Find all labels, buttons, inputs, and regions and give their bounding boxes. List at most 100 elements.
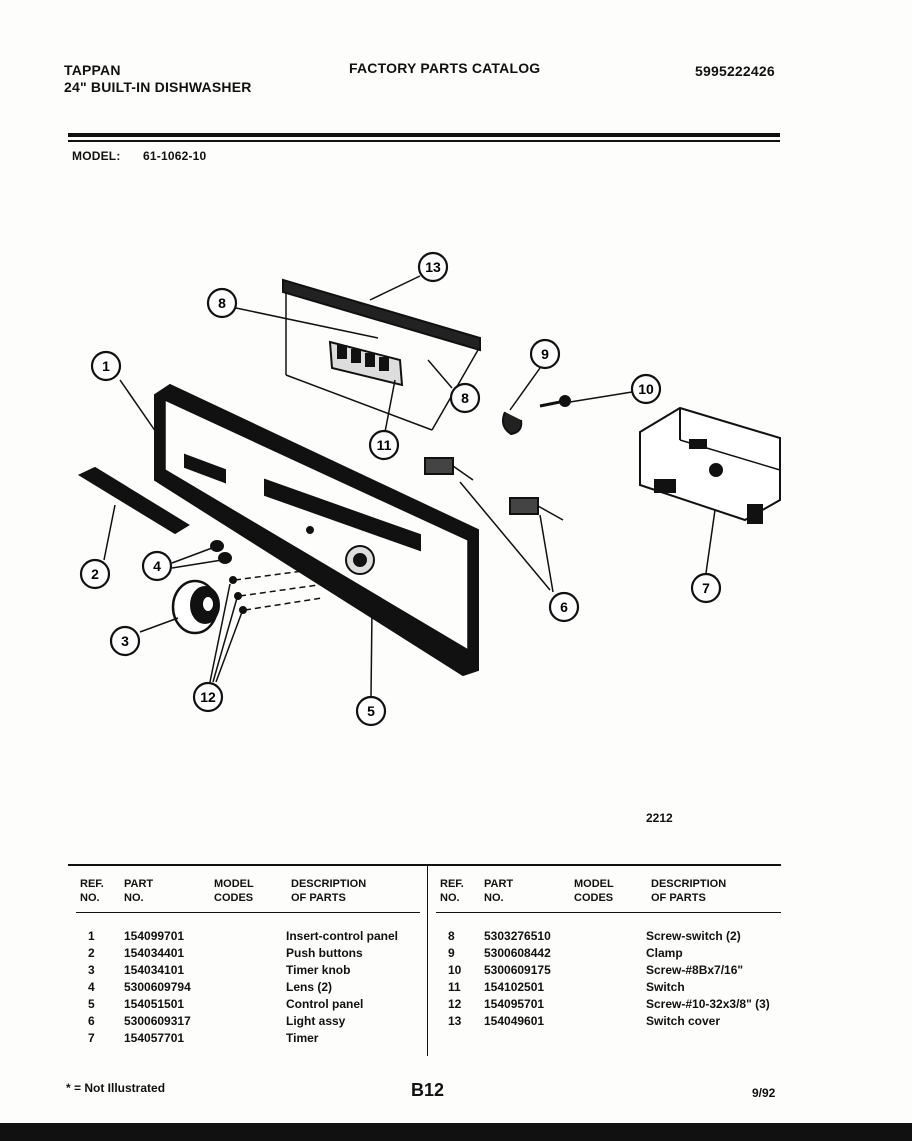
row-part: 5300609175	[484, 963, 551, 977]
row-ref: 5	[88, 997, 95, 1011]
row-ref: 6	[88, 1014, 95, 1028]
row-ref: 9	[448, 946, 455, 960]
callout-5: 5	[355, 695, 387, 727]
brand-name: TAPPAN	[64, 62, 121, 78]
callout-7: 7	[690, 572, 722, 604]
svg-text:13: 13	[425, 259, 441, 275]
callout-11: 11	[368, 429, 400, 461]
table-top-rule	[68, 864, 781, 866]
row-desc: Switch	[646, 980, 685, 994]
row-ref: 10	[448, 963, 462, 977]
row-ref: 13	[448, 1014, 462, 1028]
row-desc: Switch cover	[646, 1014, 721, 1028]
svg-text:5: 5	[367, 703, 375, 719]
callout-10: 10	[630, 373, 662, 405]
row-part: 154051501	[124, 997, 185, 1011]
right-header-rule	[436, 912, 781, 913]
callout-8a: 8	[206, 287, 238, 319]
not-illustrated-note: * = Not Illustrated	[66, 1081, 166, 1095]
row-part: 154095701	[484, 997, 545, 1011]
push-buttons-part	[77, 466, 190, 535]
row-ref: 7	[88, 1031, 95, 1045]
model-label: MODEL:	[72, 149, 121, 163]
svg-text:4: 4	[153, 558, 161, 574]
table-column-separator	[427, 866, 428, 1056]
row-desc: Screw-#8Bx7/16"	[646, 963, 744, 977]
row-desc: Timer knob	[286, 963, 351, 977]
row-ref: 1	[88, 929, 95, 943]
left-header-rule	[76, 912, 420, 913]
row-desc: Control panel	[286, 997, 364, 1011]
row-part: 154057701	[124, 1031, 185, 1045]
model-number: 61-1062-10	[143, 149, 207, 163]
catalog-number: 5995222426	[695, 63, 775, 79]
timer-part	[639, 406, 781, 524]
callout-4: 4	[141, 550, 173, 582]
row-desc: Screw-switch (2)	[646, 929, 741, 943]
screw-part-10	[539, 395, 571, 408]
light-assembly-part	[424, 457, 564, 521]
callout-8b: 8	[449, 382, 481, 414]
row-part: 154049601	[484, 1014, 545, 1028]
svg-text:8: 8	[218, 295, 226, 311]
row-desc: Light assy	[286, 1014, 346, 1028]
svg-text:2: 2	[91, 566, 99, 582]
row-ref: 4	[88, 980, 95, 994]
callout-6: 6	[548, 591, 580, 623]
svg-text:9: 9	[541, 346, 549, 362]
svg-text:11: 11	[377, 437, 392, 453]
row-ref: 11	[448, 980, 461, 994]
svg-text:8: 8	[461, 390, 469, 406]
row-part: 154034101	[124, 963, 185, 977]
control-panel-part	[154, 383, 479, 677]
clamp-part	[502, 411, 523, 436]
leader-lines	[103, 275, 716, 698]
row-desc: Screw-#10-32x3/8" (3)	[646, 997, 770, 1011]
right-header-ref: REF.NO.	[440, 878, 464, 904]
svg-text:12: 12	[200, 689, 216, 705]
row-desc: Timer	[286, 1031, 319, 1045]
svg-text:6: 6	[560, 599, 568, 615]
switch-cover-part	[282, 278, 481, 431]
row-ref: 3	[88, 963, 95, 977]
callout-1: 1	[90, 350, 122, 382]
row-desc: Clamp	[646, 946, 683, 960]
svg-text:10: 10	[638, 381, 654, 397]
lens-part	[210, 540, 224, 552]
header-rule-thin	[68, 140, 780, 142]
callout-2: 2	[79, 558, 111, 590]
svg-text:3: 3	[121, 633, 129, 649]
row-part: 5300608442	[484, 946, 551, 960]
timer-knob-part	[171, 579, 220, 635]
row-desc: Insert-control panel	[286, 929, 399, 943]
callout-3: 3	[109, 625, 141, 657]
product-title: 24" BUILT-IN DISHWASHER	[64, 79, 252, 95]
row-ref: 8	[448, 929, 455, 943]
scan-edge	[0, 1123, 912, 1141]
row-ref: 12	[448, 997, 462, 1011]
page-number: B12	[411, 1080, 445, 1100]
switch-part	[328, 340, 404, 387]
catalog-title: FACTORY PARTS CATALOG	[349, 60, 541, 76]
svg-text:7: 7	[702, 580, 710, 596]
svg-text:1: 1	[102, 358, 110, 374]
row-part: 5300609317	[124, 1014, 191, 1028]
row-part: 154034401	[124, 946, 185, 960]
revision-date: 9/92	[752, 1086, 776, 1100]
left-header-ref: REF.NO.	[80, 878, 104, 904]
callout-12: 12	[192, 681, 224, 713]
row-part: 5303276510	[484, 929, 551, 943]
callout-9: 9	[529, 338, 561, 370]
header-rule-thick	[68, 133, 780, 137]
screws-part	[234, 569, 323, 611]
row-part: 154099701	[124, 929, 185, 943]
row-desc: Lens (2)	[286, 980, 333, 994]
callout-13: 13	[417, 251, 449, 283]
